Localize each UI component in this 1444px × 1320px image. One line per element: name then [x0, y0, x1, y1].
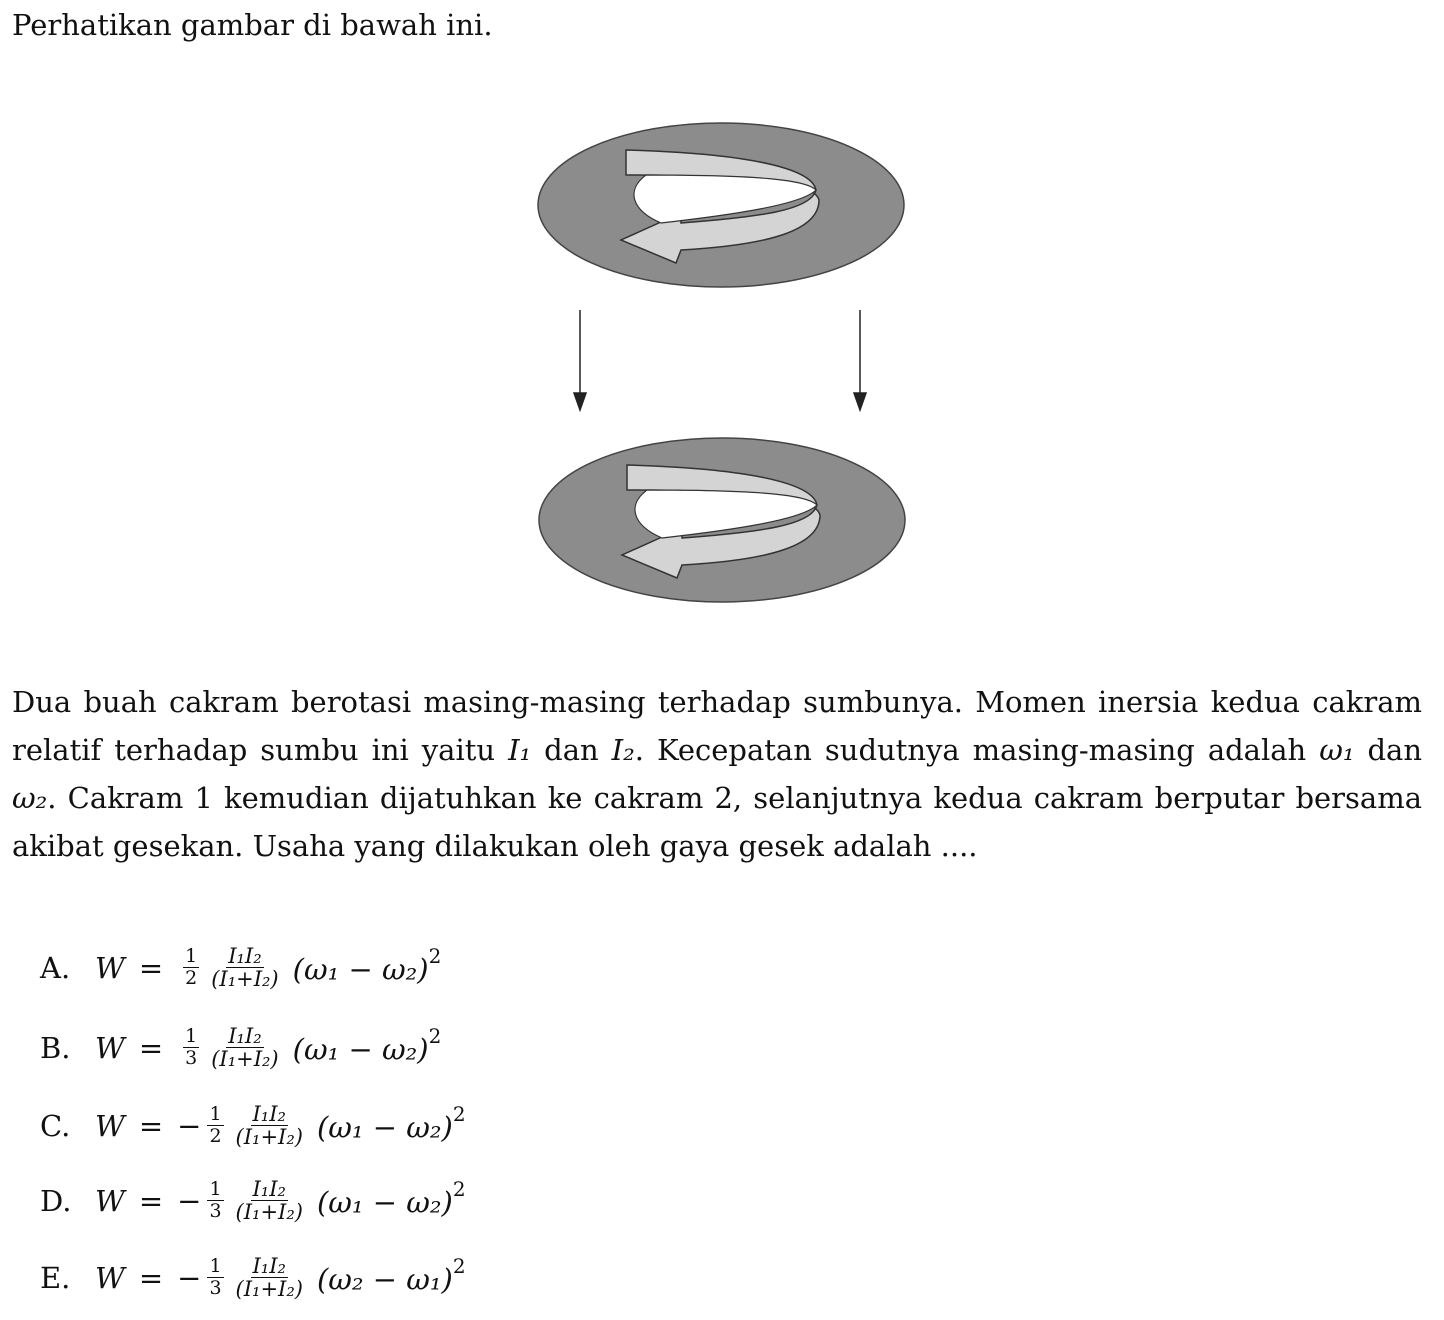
omega-expr: (ω₁ − ω₂)	[292, 952, 429, 987]
numerator: I₁I₂	[250, 1102, 288, 1127]
inertia-fraction: I₁I₂(I₁+I₂)	[236, 1178, 303, 1224]
math-I1: I₁	[508, 733, 532, 767]
sign: −	[177, 1184, 202, 1219]
numerator: I₁I₂	[250, 1254, 288, 1279]
sign: −	[177, 1261, 202, 1296]
exponent: 2	[428, 1023, 442, 1048]
equals: =	[138, 1184, 164, 1219]
inertia-fraction: I₁I₂(I₁+I₂)	[211, 945, 278, 991]
inertia-fraction: I₁I₂(I₁+I₂)	[236, 1103, 303, 1149]
numerator: 1	[183, 945, 200, 969]
math-I2: I₂	[611, 733, 635, 767]
rotating-discs-figure	[537, 122, 906, 603]
numerator: 1	[207, 1103, 224, 1127]
numerator: I₁I₂	[226, 944, 264, 969]
denominator: (I₁+I₂)	[235, 1200, 303, 1225]
option-label: C.	[40, 1109, 71, 1144]
denominator: (I₁+I₂)	[235, 1125, 303, 1150]
inertia-fraction: I₁I₂(I₁+I₂)	[236, 1255, 303, 1301]
numerator: 1	[183, 1025, 200, 1049]
equals: =	[138, 951, 164, 986]
question-text: Dua buah cakram berotasi masing-masing t…	[12, 678, 1422, 870]
numerator: I₁I₂	[250, 1177, 288, 1202]
denominator: (I₁+I₂)	[235, 1277, 303, 1302]
numerator: 1	[207, 1255, 224, 1279]
down-arrow-left-icon	[572, 310, 588, 413]
option-label: E.	[40, 1261, 71, 1296]
option-label: B.	[40, 1031, 71, 1066]
inertia-fraction: I₁I₂(I₁+I₂)	[211, 1025, 278, 1071]
sign: −	[177, 1109, 202, 1144]
upper-disc	[537, 122, 905, 288]
text: . Kecepatan sudutnya masing-masing adala…	[634, 733, 1320, 767]
equals: =	[138, 1031, 164, 1066]
denominator: 2	[185, 967, 198, 990]
omega-expr: (ω₂ − ω₁)	[316, 1262, 453, 1297]
equals: =	[138, 1261, 164, 1296]
option-label: A.	[40, 951, 71, 986]
intro-text: Perhatikan gambar di bawah ini.	[12, 8, 493, 42]
lhs: W	[95, 1031, 125, 1066]
lower-disc	[538, 437, 906, 603]
omega-difference: (ω₁ − ω₂)2	[316, 1102, 466, 1145]
math-omega2: ω₂	[12, 781, 48, 815]
text: dan	[1354, 733, 1423, 767]
omega-difference: (ω₂ − ω₁)2	[316, 1254, 466, 1297]
math-omega1: ω₁	[1319, 733, 1355, 767]
text: dan	[531, 733, 612, 767]
lhs: W	[95, 1184, 125, 1219]
denominator: 3	[209, 1277, 222, 1300]
denominator: (I₁+I₂)	[211, 967, 279, 992]
option-label: D.	[40, 1184, 72, 1219]
numerator: 1	[207, 1178, 224, 1202]
omega-expr: (ω₁ − ω₂)	[292, 1032, 429, 1067]
omega-difference: (ω₁ − ω₂)2	[316, 1177, 466, 1220]
omega-expr: (ω₁ − ω₂)	[316, 1185, 453, 1220]
lhs: W	[95, 1109, 125, 1144]
lhs: W	[95, 1261, 125, 1296]
denominator: 3	[209, 1200, 222, 1223]
numerator: I₁I₂	[226, 1024, 264, 1049]
omega-difference: (ω₁ − ω₂)2	[292, 944, 442, 987]
exponent: 2	[452, 1176, 466, 1201]
text: Dua buah cakram berotasi masing-masing t…	[12, 685, 1422, 767]
omega-expr: (ω₁ − ω₂)	[316, 1110, 453, 1145]
lhs: W	[95, 951, 125, 986]
denominator: 2	[209, 1125, 222, 1148]
exponent: 2	[452, 1253, 466, 1278]
denominator: 3	[185, 1047, 198, 1070]
exponent: 2	[452, 1101, 466, 1126]
denominator: (I₁+I₂)	[211, 1047, 279, 1072]
text: . Cakram 1 kemudian dijatuhkan ke cakram…	[12, 781, 1422, 863]
exponent: 2	[428, 943, 442, 968]
down-arrow-right-icon	[852, 310, 868, 413]
omega-difference: (ω₁ − ω₂)2	[292, 1024, 442, 1067]
equals: =	[138, 1109, 164, 1144]
